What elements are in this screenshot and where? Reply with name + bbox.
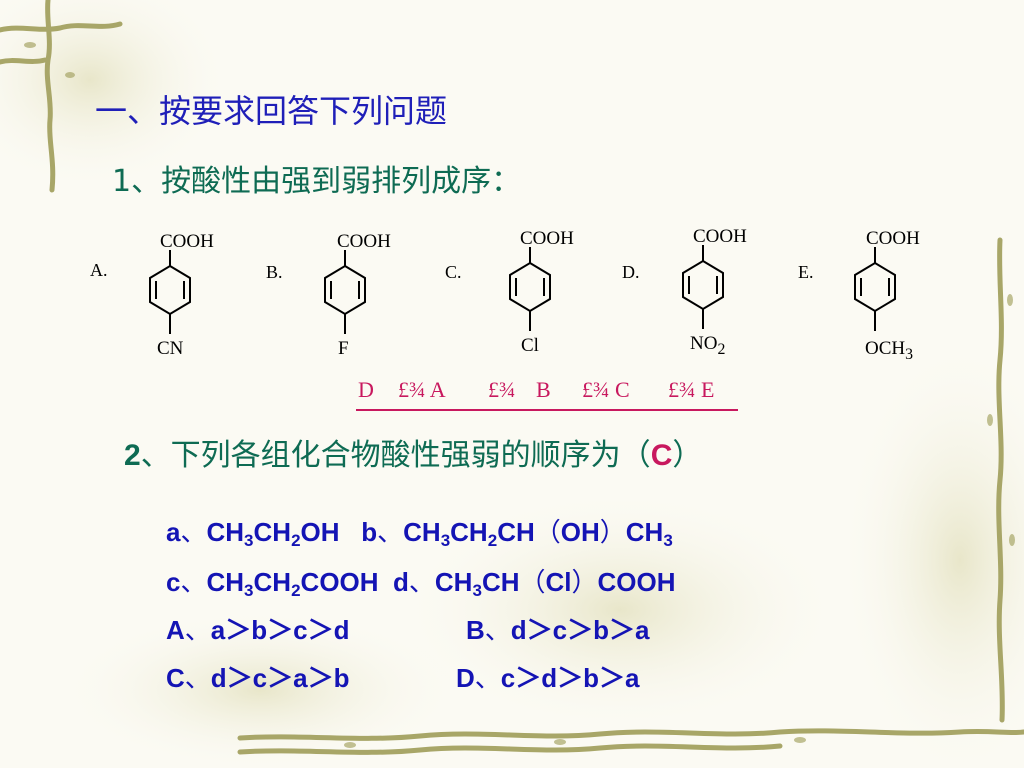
item-b-s1: 3 (440, 531, 451, 550)
question2-number: 2 (124, 439, 141, 472)
option-d-letter: D (456, 663, 475, 693)
item-a-f3: OH (300, 517, 340, 547)
item-d-paren-close: ） (571, 568, 598, 598)
option-b-order: d＞c＞b＞a (510, 615, 650, 645)
compound-c-top: COOH (520, 228, 574, 249)
benzene-ring-b-icon (324, 250, 366, 334)
item-c-f2: CH (253, 567, 292, 597)
item-b-f5: CH (625, 517, 664, 547)
item-b-f3: CH (497, 517, 535, 547)
item-b-f4: OH (560, 517, 600, 547)
item-c-f3: COOH (300, 567, 379, 597)
item-b-s5: 3 (663, 531, 673, 550)
benzene-ring-a-icon (149, 250, 191, 334)
item-b-f2: CH (450, 517, 488, 547)
compound-e-label: E. (798, 262, 814, 282)
compound-e-top: COOH (866, 228, 920, 249)
item-c-sep: 、 (180, 568, 207, 598)
item-a-sep: 、 (180, 518, 207, 548)
compound-e-bottom: OCH3 (865, 338, 913, 364)
item-d-paren-open: （ (519, 568, 546, 598)
option-d-sep: 、 (474, 664, 501, 694)
compound-d-label: D. (622, 262, 640, 282)
answer-item: B (536, 377, 551, 402)
answer-item: D (358, 377, 374, 402)
compound-b-label: B. (266, 262, 283, 282)
compound-e-bottom-sub: 3 (905, 345, 914, 363)
option-b-sep: 、 (484, 616, 511, 646)
item-c-f1: CH (206, 567, 245, 597)
question2-answer: C (650, 439, 673, 472)
item-b-letter: b (361, 517, 378, 547)
compound-row-ab: a、CH3CH2OH b、CH3CH2CH（OH）CH3 (166, 512, 673, 551)
compound-c-label: C. (445, 262, 462, 282)
benzene-ring-d-icon (682, 245, 724, 329)
answer-item: £¾ (488, 377, 516, 402)
item-d-f2: CH (481, 567, 520, 597)
item-a-f2: CH (253, 517, 292, 547)
compound-b-top: COOH (337, 231, 391, 252)
item-c-s1: 3 (244, 581, 254, 600)
compound-d-bottom-sub: 2 (717, 340, 726, 358)
item-d-sep: 、 (408, 568, 435, 598)
compound-d-top: COOH (693, 226, 747, 247)
option-c: C、d＞c＞a＞b (166, 658, 349, 695)
item-a-letter: a (166, 517, 181, 547)
item-a-f1: CH (206, 517, 245, 547)
benzene-ring-e-icon (854, 247, 896, 331)
item-d-f1: CH (434, 567, 473, 597)
option-c-order: d＞c＞a＞b (210, 663, 350, 693)
answer-item: £¾ E (668, 377, 715, 402)
compound-e-bottom-main: OCH (865, 338, 906, 359)
item-b-s2: 2 (487, 531, 498, 550)
question1-answer: D £¾ A £¾ B £¾ C £¾ E (356, 377, 738, 411)
option-c-sep: 、 (184, 664, 211, 694)
item-b-sep: 、 (377, 518, 404, 548)
item-d-f3: Cl (545, 567, 572, 597)
compound-row-cd: c、CH3CH2COOH d、CH3CH（Cl）COOH (166, 562, 676, 601)
option-a: A、a＞b＞c＞d (166, 610, 349, 647)
item-d-f4: COOH (597, 567, 676, 597)
answer-item: £¾ A (398, 377, 446, 402)
compound-b-bottom: F (338, 338, 349, 359)
option-a-order: a＞b＞c＞d (210, 615, 350, 645)
option-b-letter: B (466, 615, 485, 645)
item-c-letter: c (166, 567, 181, 597)
compound-a-bottom: CN (157, 338, 184, 359)
item-b-f1: CH (403, 517, 441, 547)
answer-item: £¾ C (582, 377, 630, 402)
question2-close: ） (672, 438, 703, 473)
option-a-sep: 、 (184, 616, 211, 646)
item-b-paren-open: （ (534, 518, 561, 548)
option-d: D、c＞d＞b＞a (456, 658, 639, 695)
question2-stem: 、下列各组化合物酸性强弱的顺序为（ (140, 438, 651, 473)
question1-text: 1、按酸性由强到弱排列成序： (112, 164, 522, 199)
option-c-letter: C (166, 663, 185, 693)
question2-text: 2、下列各组化合物酸性强弱的顺序为（C） (124, 430, 702, 474)
item-c-s2: 2 (291, 581, 301, 600)
compound-a-top: COOH (160, 231, 214, 252)
compound-d-bottom-main: NO (690, 333, 718, 354)
slide-title: 一、按要求回答下列问题 (95, 92, 448, 130)
option-a-letter: A (166, 615, 185, 645)
compound-d-bottom: NO2 (690, 333, 725, 359)
item-a-s1: 3 (244, 531, 254, 550)
benzene-ring-c-icon (509, 247, 551, 331)
compound-c-bottom: Cl (521, 335, 539, 356)
compound-a-label: A. (90, 260, 108, 280)
item-d-s1: 3 (472, 581, 482, 600)
option-d-order: c＞d＞b＞a (500, 663, 640, 693)
option-b: B、d＞c＞b＞a (466, 610, 649, 647)
item-b-paren-close: ） (599, 518, 626, 548)
item-d-letter: d (393, 567, 409, 597)
item-a-s2: 2 (291, 531, 301, 550)
